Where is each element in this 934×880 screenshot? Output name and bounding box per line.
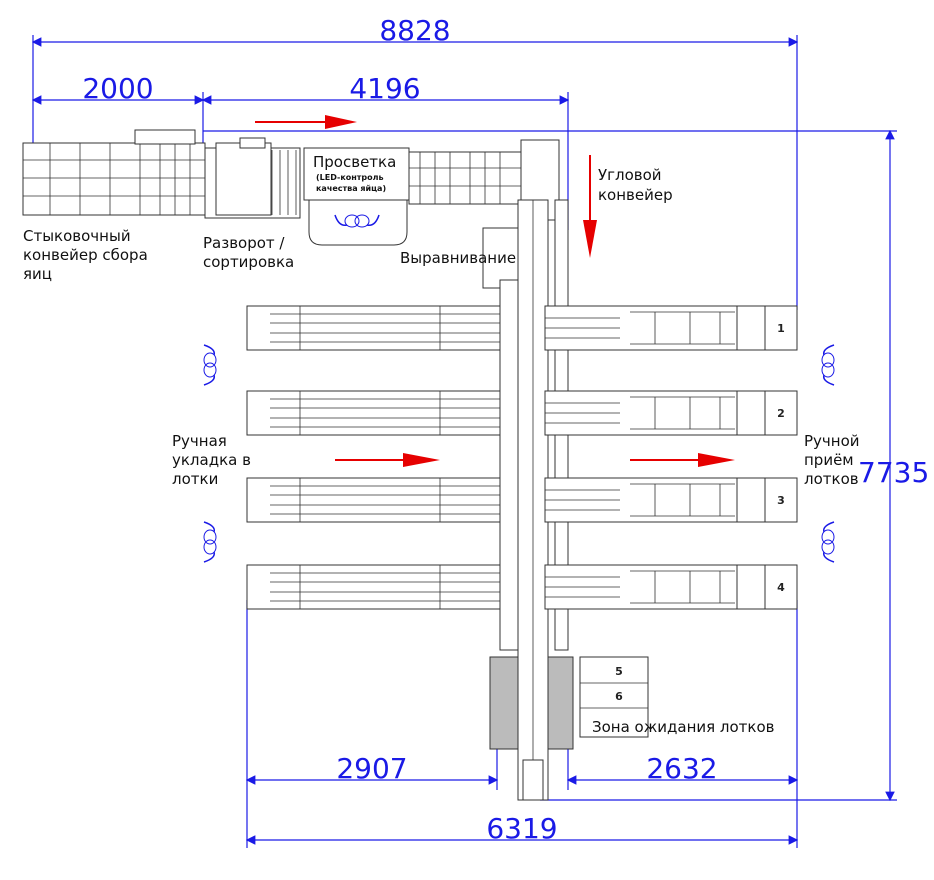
- flow-arrow-top: [255, 115, 357, 129]
- operator-eye-icon: [203, 344, 217, 386]
- lane-3: 3: [246, 477, 798, 523]
- operator-eye-icon: [821, 344, 835, 386]
- candling-title: Просветка: [313, 153, 396, 171]
- lane-4: 4: [246, 564, 798, 610]
- waiting-zone-label: Зона ожидания лотков: [592, 718, 775, 736]
- alignment-unit: [482, 227, 519, 289]
- label-line: лотков: [804, 470, 859, 488]
- label-line: Разворот /: [203, 234, 285, 252]
- label-line: сортировка: [203, 253, 294, 271]
- label-line: конвейер: [598, 186, 673, 204]
- lane-number: 4: [777, 581, 785, 594]
- dimension-total-height: 7735: [540, 129, 929, 802]
- flow-arrow-down: [583, 155, 597, 258]
- dimension-docking: 2000: [31, 72, 205, 145]
- lane-number: 2: [777, 407, 785, 420]
- candling-unit: Просветка (LED-контроль качества яйца): [303, 147, 410, 246]
- docking-conveyor: [22, 129, 206, 216]
- label-line: Стыковочный: [23, 227, 131, 245]
- label-line: яиц: [23, 265, 52, 283]
- dimension-total-width: 8828: [31, 14, 799, 310]
- lane-1: 1: [246, 305, 798, 351]
- manual-receiving-label: Ручной приём лотков: [804, 432, 860, 488]
- corner-conveyor-label: Угловой конвейер: [598, 166, 673, 204]
- label-line: Угловой: [598, 166, 662, 184]
- dim-2000: 2000: [82, 72, 153, 105]
- manual-loading-label: Ручная укладка в лотки: [172, 432, 251, 488]
- turn-sort-label: Разворот / сортировка: [203, 234, 294, 271]
- lane-2: 2: [246, 390, 798, 436]
- flow-arrow-right-lanes: [630, 453, 735, 467]
- dimension-left-width: 2907: [245, 600, 499, 848]
- label-line: укладка в: [172, 451, 251, 469]
- eye-icon: [334, 214, 380, 228]
- candling-sub-1: (LED-контроль: [316, 173, 384, 182]
- lane-number: 1: [777, 322, 785, 335]
- slot-number: 6: [615, 690, 623, 703]
- label-line: Ручной: [804, 432, 860, 450]
- candling-sub-2: качества яйца): [316, 184, 386, 193]
- flow-arrow-left-lanes: [335, 453, 440, 467]
- dim-6319: 6319: [486, 812, 557, 845]
- dim-4196: 4196: [349, 72, 420, 105]
- operator-eye-icon: [203, 521, 217, 563]
- dim-7735: 7735: [858, 456, 929, 489]
- alignment-label: Выравнивание: [400, 249, 516, 267]
- tray-stackers: [489, 656, 574, 750]
- operator-eye-icon: [821, 521, 835, 563]
- label-line: Ручная: [172, 432, 227, 450]
- waiting-zone: 5 6 Зона ожидания лотков: [579, 656, 775, 738]
- turn-sort-unit: [204, 137, 301, 219]
- slot-number: 5: [615, 665, 623, 678]
- docking-conveyor-label: Стыковочный конвейер сбора яиц: [23, 227, 148, 283]
- label-line: лотки: [172, 470, 218, 488]
- dim-2907: 2907: [336, 752, 407, 785]
- label-line: конвейер сбора: [23, 246, 148, 264]
- dimension-lane-width: 6319: [245, 812, 799, 845]
- dim-2632: 2632: [646, 752, 717, 785]
- lane-number: 3: [777, 494, 785, 507]
- lanes: 1 2 3 4: [246, 305, 798, 610]
- dim-8828: 8828: [379, 14, 450, 47]
- label-line: приём: [804, 451, 854, 469]
